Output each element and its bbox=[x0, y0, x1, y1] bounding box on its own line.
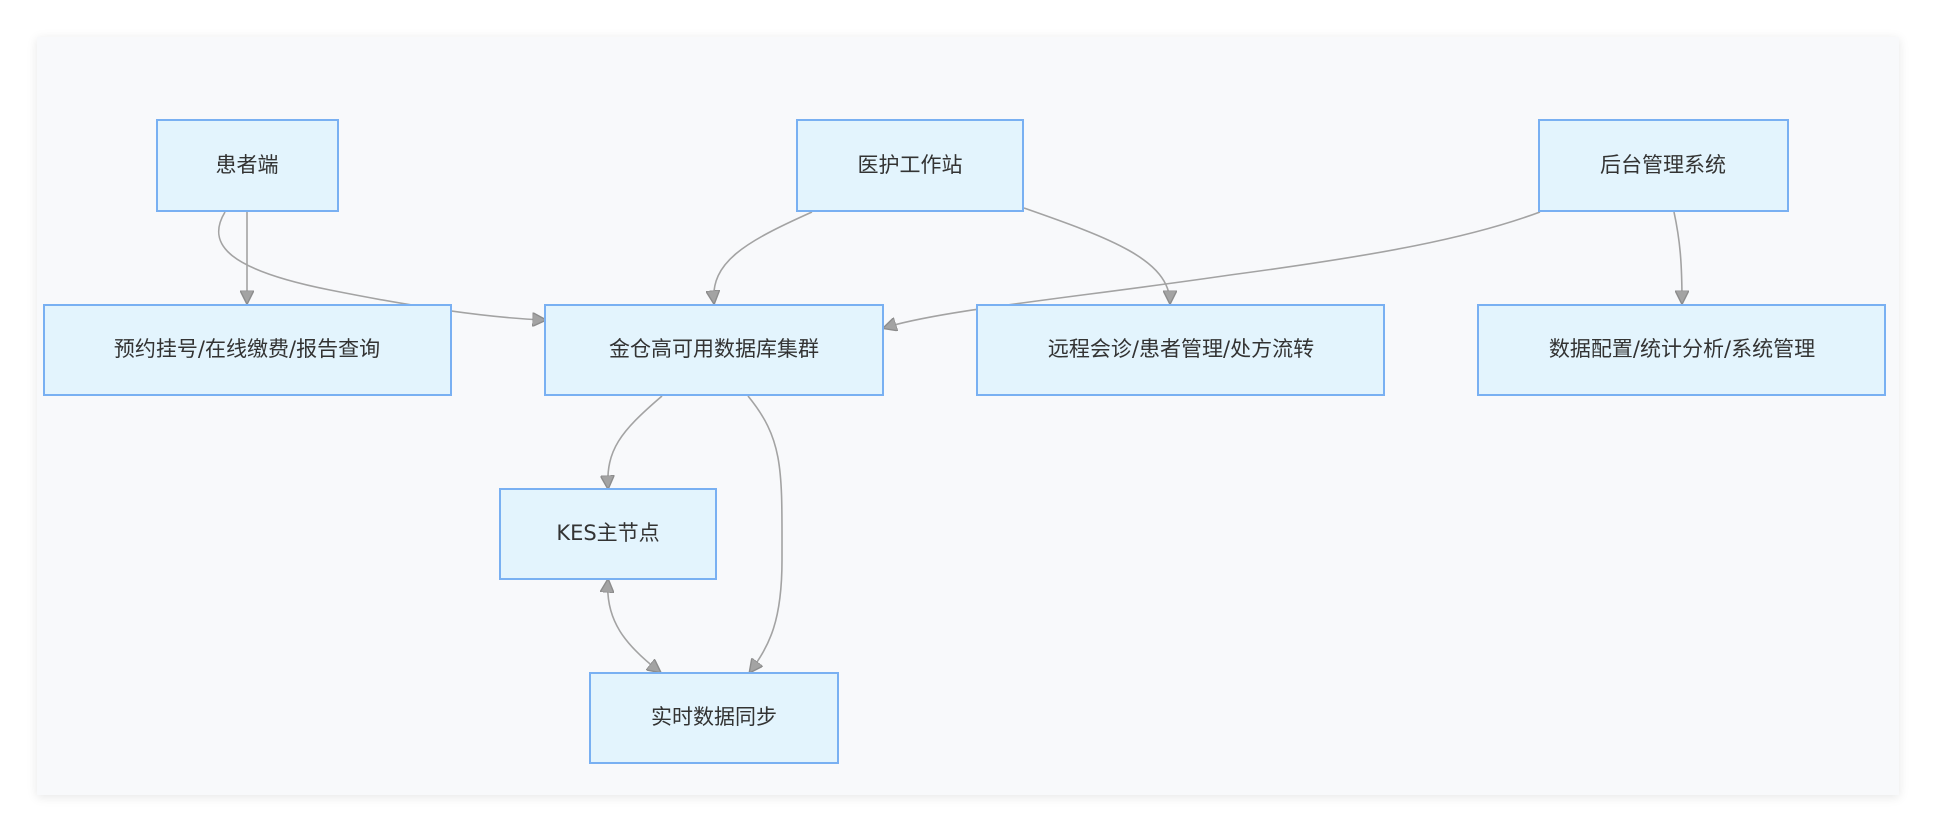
edges bbox=[217, 207, 1682, 672]
edge-cluster-to-kes-main bbox=[608, 395, 663, 488]
node-admin-functions: 数据配置/统计分析/系统管理 bbox=[1477, 304, 1886, 396]
node-label: 数据配置/统计分析/系统管理 bbox=[1549, 337, 1815, 361]
node-label: 医护工作站 bbox=[858, 153, 963, 177]
edge-medical-to-medical-func bbox=[1023, 207, 1170, 303]
edge-patient-to-cluster bbox=[217, 211, 545, 320]
node-admin-system: 后台管理系统 bbox=[1538, 119, 1789, 212]
node-patient: 患者端 bbox=[156, 119, 339, 212]
node-patient-functions: 预约挂号/在线缴费/报告查询 bbox=[43, 304, 452, 396]
node-medical-workstation: 医护工作站 bbox=[796, 119, 1024, 212]
node-label: 预约挂号/在线缴费/报告查询 bbox=[114, 337, 380, 361]
node-medical-functions: 远程会诊/患者管理/处方流转 bbox=[976, 304, 1385, 396]
node-kes-main: KES主节点 bbox=[499, 488, 717, 580]
edge-kes-main-sync-bidirectional bbox=[608, 580, 660, 672]
node-label: KES主节点 bbox=[556, 521, 659, 545]
edge-admin-to-admin-func bbox=[1673, 211, 1682, 303]
edge-cluster-to-sync bbox=[747, 395, 783, 672]
node-label: 远程会诊/患者管理/处方流转 bbox=[1048, 337, 1314, 361]
node-label: 实时数据同步 bbox=[651, 705, 777, 729]
node-realtime-sync: 实时数据同步 bbox=[589, 672, 839, 764]
node-label: 金仓高可用数据库集群 bbox=[609, 337, 819, 361]
node-label: 后台管理系统 bbox=[1600, 153, 1726, 177]
edge-admin-to-cluster bbox=[884, 211, 1541, 328]
node-database-cluster: 金仓高可用数据库集群 bbox=[544, 304, 884, 396]
node-label: 患者端 bbox=[216, 153, 279, 177]
edge-medical-to-cluster bbox=[714, 211, 813, 303]
